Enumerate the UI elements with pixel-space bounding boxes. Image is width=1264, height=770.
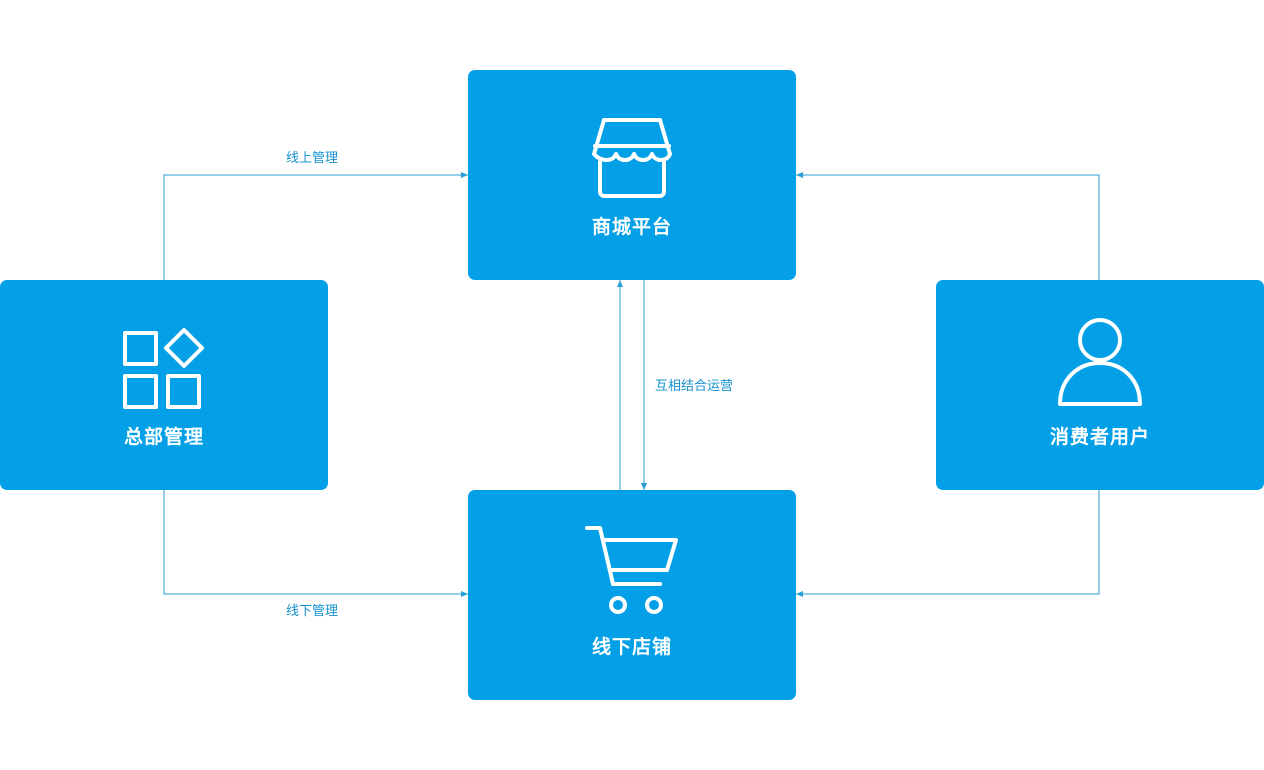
edge-consumer-to-store [796, 490, 1100, 597]
edge-hq-to-mall [163, 172, 468, 280]
edge-label-offline-management: 线下管理 [286, 604, 339, 619]
node-consumer-label: 消费者用户 [1049, 426, 1150, 448]
node-mall-platform: 商城平台 [468, 70, 796, 280]
shopping-cart-icon [468, 525, 796, 615]
edge-label-online-management: 线上管理 [286, 151, 339, 166]
edge-label-joint-operation: 互相结合运营 [655, 379, 734, 394]
node-mall-label: 商城平台 [591, 216, 672, 238]
user-icon [936, 317, 1264, 407]
storefront-icon [468, 112, 796, 202]
node-hq-label: 总部管理 [123, 426, 204, 448]
node-hq-management: 总部管理 [0, 280, 328, 490]
node-offline-store: 线下店铺 [468, 490, 796, 700]
edge-hq-to-store [163, 490, 468, 597]
node-consumer-user: 消费者用户 [936, 280, 1264, 490]
app-grid-icon [0, 323, 328, 413]
edge-consumer-to-mall [796, 172, 1100, 280]
node-store-label: 线下店铺 [591, 636, 672, 658]
